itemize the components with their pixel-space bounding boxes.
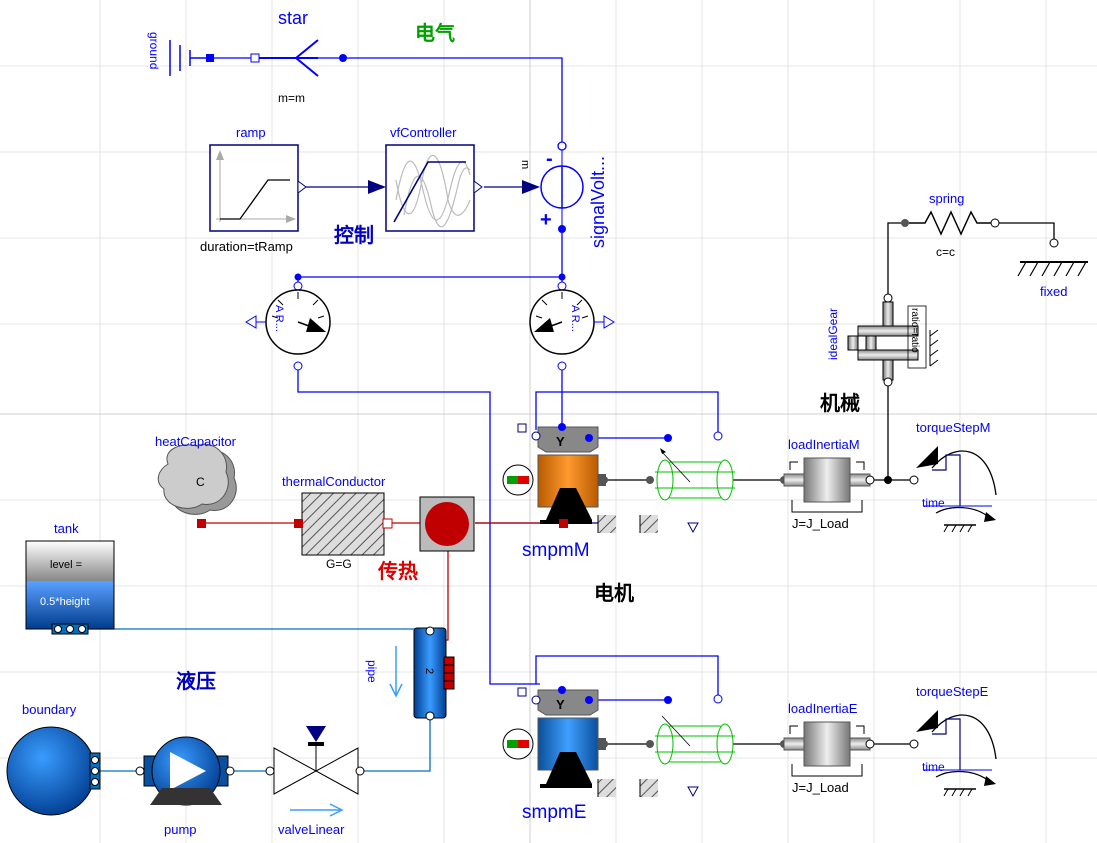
thermal-conductor-label: thermalConductor bbox=[282, 474, 386, 489]
star-label: star bbox=[278, 8, 308, 28]
load-inertia-e-label: loadInertiaE bbox=[788, 701, 858, 716]
tank[interactable]: level = 0.5*height tank bbox=[25, 521, 115, 635]
signal-voltage-m: m bbox=[519, 160, 531, 169]
current-quasi-rms-sensor-2[interactable]: A R... bbox=[529, 281, 615, 371]
tank-level-line2: 0.5*height bbox=[40, 596, 90, 608]
section-motor-label: 电机 bbox=[594, 581, 634, 605]
mechanical-wires bbox=[606, 222, 910, 745]
load-inertia-m-label: loadInertiaM bbox=[788, 437, 860, 452]
current-quasi-rms-sensor-1[interactable]: A R... bbox=[245, 281, 331, 371]
spring-label: spring bbox=[929, 191, 964, 206]
torque-step-e-time: time bbox=[922, 760, 945, 774]
ground-label: ground bbox=[147, 32, 161, 69]
fixed-label: fixed bbox=[1040, 284, 1067, 299]
torque-step-m-label: torqueStepM bbox=[916, 420, 990, 435]
pipe-label: pipe bbox=[365, 660, 379, 683]
spring[interactable]: spring c=c bbox=[901, 191, 1000, 259]
fluid-wires bbox=[88, 628, 431, 772]
section-control-label: 控制 bbox=[334, 223, 374, 247]
fixed[interactable]: fixed bbox=[999, 222, 1088, 299]
current-sensor-2-label: A R... bbox=[569, 305, 581, 332]
star[interactable]: star m=m bbox=[250, 8, 347, 105]
heat-capacitor-symbol: C bbox=[196, 475, 205, 489]
junction-dot bbox=[884, 476, 892, 484]
ramp-label: ramp bbox=[236, 125, 266, 140]
signal-voltage-source[interactable]: m + - signalVolt... bbox=[519, 141, 608, 248]
valve-linear[interactable]: valveLinear bbox=[265, 726, 365, 837]
torque-step-m-time: time bbox=[922, 496, 945, 510]
section-mechanical-label: 机械 bbox=[820, 391, 860, 415]
smpm-motor-e[interactable]: Y smpmE bbox=[502, 686, 616, 823]
pump-label: pump bbox=[164, 822, 197, 837]
thermal-conductor-param: G=G bbox=[326, 557, 352, 571]
load-inertia-e[interactable]: loadInertiaE J=J_Load bbox=[780, 701, 875, 795]
torque-step-m[interactable]: torqueStepM time bbox=[909, 420, 997, 533]
junction-dot bbox=[558, 273, 566, 281]
tank-level-line1: level = bbox=[50, 559, 82, 571]
current-sensor-1-label: A R... bbox=[273, 305, 285, 332]
ideal-gear-param: ratio=ratio bbox=[909, 308, 920, 353]
smpm-e-star: Y bbox=[556, 697, 565, 712]
speed-sensor-m[interactable] bbox=[639, 431, 735, 534]
vf-controller-label: vfController bbox=[390, 125, 457, 140]
ramp-param: duration=tRamp bbox=[200, 239, 293, 254]
vf-controller-block[interactable]: vfController bbox=[368, 125, 483, 232]
spring-param: c=c bbox=[936, 245, 955, 259]
pipe-index: 2 bbox=[423, 668, 435, 674]
ideal-gear-label: idealGear bbox=[826, 308, 840, 360]
section-hydraulic-label: 液压 bbox=[176, 669, 216, 693]
boundary[interactable]: boundary bbox=[6, 702, 101, 816]
thermal-collector[interactable] bbox=[419, 496, 475, 552]
heat-capacitor[interactable]: C heatCapacitor bbox=[155, 434, 237, 528]
valve-linear-label: valveLinear bbox=[278, 822, 345, 837]
smpm-motor-m[interactable]: Y smpmM bbox=[502, 423, 616, 561]
smpm-m-star: Y bbox=[556, 434, 565, 449]
star-param: m=m bbox=[278, 91, 305, 105]
pipe[interactable]: 2 pipe bbox=[365, 626, 455, 721]
junction-dot bbox=[294, 273, 302, 281]
pump[interactable]: pump bbox=[135, 736, 235, 837]
ground[interactable]: ground bbox=[147, 32, 214, 76]
torque-step-e[interactable]: torqueStepE time bbox=[909, 684, 997, 797]
boundary-label: boundary bbox=[22, 702, 77, 717]
load-inertia-m[interactable]: loadInertiaM J=J_Load bbox=[780, 437, 875, 531]
thermal-conductor[interactable]: thermalConductor G=G bbox=[282, 474, 393, 571]
smpm-m-label: smpmM bbox=[522, 540, 590, 561]
torque-step-e-label: torqueStepE bbox=[916, 684, 989, 699]
smpm-e-label: smpmE bbox=[522, 802, 586, 823]
heat-capacitor-label: heatCapacitor bbox=[155, 434, 237, 449]
section-electrical-label: 电气 bbox=[415, 21, 455, 45]
signal-voltage-label: signalVolt... bbox=[588, 156, 608, 248]
tank-label: tank bbox=[54, 521, 79, 536]
ideal-gear[interactable]: idealGear ratio=ratio bbox=[826, 293, 939, 387]
signal-voltage-minus: - bbox=[546, 148, 553, 170]
signal-voltage-plus: + bbox=[540, 209, 552, 231]
load-inertia-m-param: J=J_Load bbox=[792, 516, 849, 531]
speed-sensor-e[interactable] bbox=[639, 694, 735, 798]
ramp-block[interactable]: ramp duration=tRamp bbox=[200, 125, 307, 254]
section-thermal-label: 传热 bbox=[377, 560, 418, 583]
load-inertia-e-param: J=J_Load bbox=[792, 780, 849, 795]
